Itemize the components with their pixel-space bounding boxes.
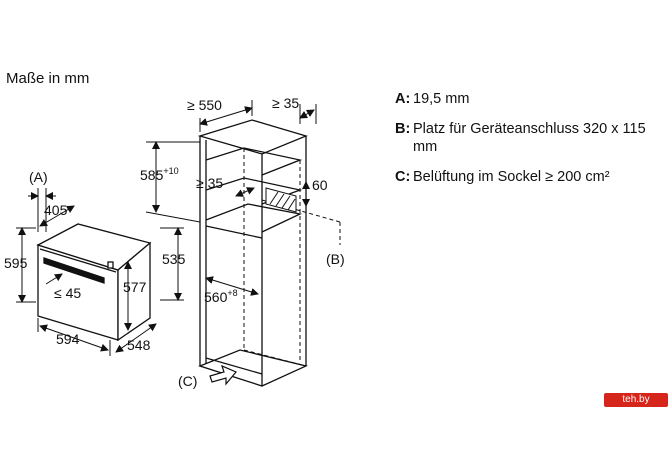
- cabinet-dim-depth: ≥ 550: [187, 97, 222, 113]
- ventilation-arrow: [209, 364, 237, 386]
- connection-area: [265, 187, 297, 213]
- cabinet-label-b: (B): [326, 251, 345, 267]
- cabinet-dimension-lines: [145, 100, 317, 296]
- legend-text: Platz für Geräteanschluss 320 x 115 mm: [413, 121, 646, 155]
- cabinet-dim-niche-width: 560+8: [204, 288, 238, 305]
- legend: A: 19,5 mm B: Platz für Geräteanschluss …: [395, 90, 655, 198]
- legend-item-b: B: Platz für Geräteanschluss 320 x 115 m…: [395, 120, 655, 156]
- legend-item-c: C: Belüftung im Sockel ≥ 200 cm²: [395, 168, 655, 186]
- cabinet-hidden-lines: [243, 148, 341, 367]
- oven-drawing: [36, 223, 152, 342]
- oven-dim-inner-height: 577: [123, 279, 147, 295]
- oven-label-a: (A): [29, 169, 48, 185]
- cabinet-dim-back-inner: ≥ 35: [196, 175, 223, 191]
- legend-item-a: A: 19,5 mm: [395, 90, 655, 108]
- oven-dimension-labels: (A) 405 595 ≤ 45 577 535 594 548: [4, 169, 186, 353]
- cabinet-dimension-labels: ≥ 550 ≥ 35 585+10 ≥ 35 60 560+8 (B) (C): [140, 95, 345, 389]
- oven-dim-height-front: 595: [4, 255, 28, 271]
- oven-dim-depth: 548: [127, 337, 151, 353]
- oven-dim-depth-top: 405: [44, 202, 68, 218]
- legend-key: C:: [395, 169, 411, 185]
- oven-dim-width: 594: [56, 331, 80, 347]
- watermark-logo: teh.by: [604, 393, 668, 407]
- cabinet-label-c: (C): [178, 373, 197, 389]
- units-label: Maße in mm: [6, 70, 90, 87]
- oven-dim-door-gap: ≤ 45: [54, 285, 81, 301]
- legend-text: 19,5 mm: [413, 91, 470, 107]
- cabinet-dim-vent: 60: [312, 177, 328, 193]
- oven-dim-side-height: 535: [162, 251, 186, 267]
- legend-key: A:: [395, 91, 411, 107]
- oven-dimension-lines: [16, 188, 184, 356]
- legend-text: Belüftung im Sockel ≥ 200 cm²: [413, 169, 610, 185]
- legend-key: B:: [395, 121, 411, 137]
- cabinet-dim-back-gap: ≥ 35: [272, 95, 299, 111]
- cabinet-drawing: [197, 119, 308, 387]
- cabinet-dim-shelf-top: 585+10: [140, 166, 179, 183]
